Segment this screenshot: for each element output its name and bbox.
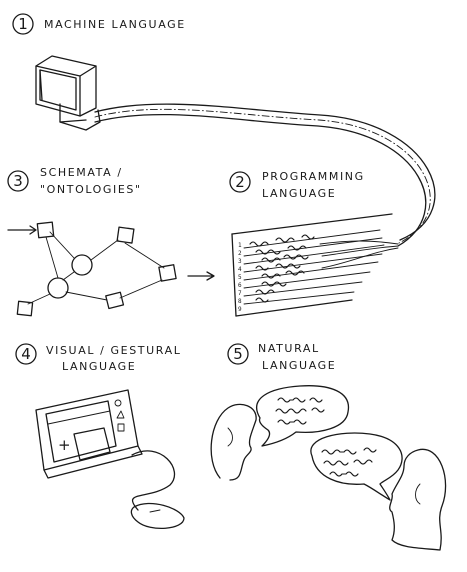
line-number: 1 [238, 242, 242, 249]
label-ontologies: "ONTOLOGIES" [40, 183, 142, 196]
line-number: 8 [238, 298, 242, 305]
circle-shape-icon [114, 399, 122, 407]
line-number: 3 [238, 258, 242, 265]
number-3: 3 [13, 172, 23, 190]
label-language-5: LANGUAGE [262, 359, 336, 372]
speech-bubble-2 [310, 432, 403, 501]
left-head-icon [210, 403, 257, 481]
plus-symbol: + [58, 436, 71, 454]
number-circle-2 [229, 171, 251, 193]
section-4-visual-gestural: 4 VISUAL / GESTURAL LANGUAGE + [15, 343, 185, 529]
number-circle-4 [15, 343, 37, 365]
node-box-3 [158, 264, 177, 282]
computer-terminal-icon [35, 55, 101, 131]
code-sheet: 1 2 3 4 5 6 7 8 9 [231, 213, 399, 317]
node-circle-2 [47, 277, 69, 299]
number-circle-3 [7, 170, 29, 192]
number-circle-5 [227, 343, 249, 365]
square-shape-icon [117, 423, 125, 432]
number-1: 1 [18, 15, 28, 33]
label-language-4: LANGUAGE [62, 360, 136, 373]
schema-graph [7, 221, 215, 317]
node-box-2 [116, 226, 135, 244]
node-circle-1 [71, 254, 93, 276]
number-circle-1 [12, 13, 34, 35]
window-rect [73, 427, 111, 461]
line-number: 5 [238, 274, 242, 281]
label-language-2: LANGUAGE [262, 187, 336, 200]
tablet-device-icon: + [35, 389, 143, 479]
output-arrow-icon [187, 271, 215, 281]
section-2-programming-language: 2 PROGRAMMING LANGUAGE 1 2 3 4 5 6 7 8 9 [229, 170, 399, 317]
number-5: 5 [233, 345, 243, 363]
line-number: 7 [238, 290, 242, 297]
node-box-5 [16, 300, 34, 317]
triangle-shape-icon [116, 410, 125, 419]
line-number: 2 [238, 250, 242, 257]
line-number: 9 [238, 306, 242, 313]
line-number: 6 [238, 282, 242, 289]
right-head-icon [389, 448, 447, 551]
number-2: 2 [235, 173, 245, 191]
section-1-machine-language: 1 MACHINE LANGUAGE [12, 13, 186, 131]
cable-connector [94, 103, 436, 247]
node-box-4 [105, 291, 125, 310]
label-natural: NATURAL [258, 342, 320, 355]
label-visual-gestural: VISUAL / GESTURAL [46, 344, 181, 357]
label-schemata: SCHEMATA / [40, 166, 123, 179]
section-5-natural-language: 5 NATURAL LANGUAGE [210, 342, 447, 551]
line-number: 4 [238, 266, 242, 273]
mouse-icon [130, 450, 185, 529]
number-4: 4 [21, 345, 31, 363]
input-arrow-icon [7, 225, 37, 235]
section-3-schemata: 3 SCHEMATA / "ONTOLOGIES" [7, 166, 215, 317]
label-programming: PROGRAMMING [262, 170, 365, 183]
label-machine-language: MACHINE LANGUAGE [44, 18, 186, 31]
speech-bubble-1 [256, 385, 350, 447]
node-box-1 [36, 221, 55, 239]
